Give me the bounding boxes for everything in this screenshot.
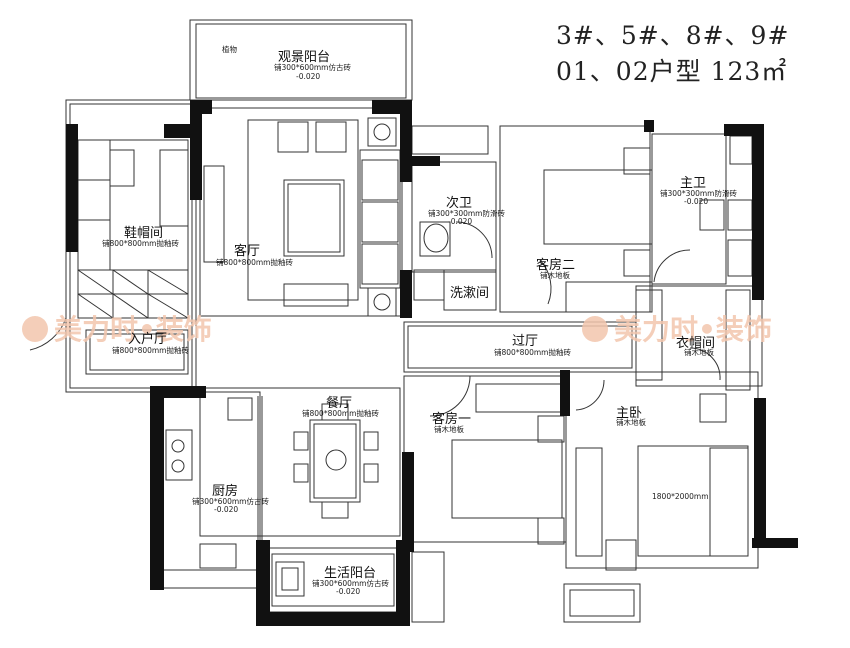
room-master-bath: 主卫 [680,176,707,191]
spec-guest2: 铺木地板 [540,271,570,280]
spec-wardrobe: 铺木地板 [684,348,714,357]
room-kitchen: 厨房 [212,484,239,499]
room-wardrobe: 衣帽间 [676,336,716,351]
brand-logo-icon [582,316,608,342]
room-shoe: 鞋帽间 [124,226,164,241]
level-master-bath: -0.020 [684,197,709,206]
level-second-bath: -0.020 [448,217,473,226]
watermark-left-text: 美力时•装饰 [54,313,212,346]
spec-kitchen: 铺300*600mm仿古砖 [192,497,269,506]
level-kitchen: -0.020 [214,505,239,514]
spec-entry: 铺800*800mm抛釉砖 [112,346,189,355]
spec-living: 铺800*800mm抛釉砖 [216,258,293,267]
spec-corridor: 铺800*800mm抛釉砖 [494,348,571,357]
room-guest2: 客房二 [536,258,576,273]
spec-second-bath: 铺300*300mm防滑砖 [428,209,505,218]
spec-master: 铺木地板 [616,418,646,427]
level-view-balcony: -0.020 [296,72,321,81]
room-guest1: 客房一 [432,412,472,427]
room-corridor: 过厅 [512,334,539,349]
level-service-balcony: -0.020 [336,587,361,596]
watermark-right: 美力时•装饰 [582,308,772,348]
room-master: 主卧 [616,406,643,421]
watermark-right-text: 美力时•装饰 [614,313,772,346]
unit-type-title: 01、02户型 123㎡ [556,57,788,86]
room-entry: 入户厅 [128,332,168,347]
bed-size: 1800*2000mm [652,492,709,501]
spec-dining: 铺800*800mm抛釉砖 [302,409,379,418]
label-plant: 植物 [222,45,237,54]
room-dining: 餐厅 [326,396,353,411]
room-view-balcony: 观景阳台 [278,50,331,65]
spec-guest1: 铺木地板 [434,425,464,434]
watermark-left: 美力时•装饰 [22,308,212,348]
room-living: 客厅 [234,244,261,259]
spec-master-bath: 铺300*300mm防滑砖 [660,189,737,198]
spec-service-balcony: 铺300*600mm仿古砖 [312,579,389,588]
spec-shoe: 铺800*800mm抛釉砖 [102,239,179,248]
room-service-balcony: 生活阳台 [324,566,377,581]
spec-view-balcony: 铺300*600mm仿古砖 [274,63,351,72]
building-numbers: 3#、5#、8#、9# [556,21,790,50]
room-wash: 洗漱间 [450,286,490,301]
room-second-bath: 次卫 [446,196,473,211]
brand-logo-icon [22,316,48,342]
